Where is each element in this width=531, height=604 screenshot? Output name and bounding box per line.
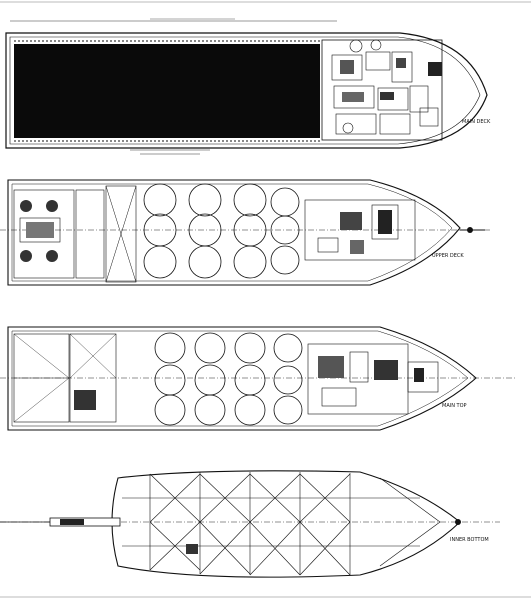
main-deck-label: MAIN DECK (462, 119, 491, 125)
main-deck-plan: MAIN DECK (5, 18, 491, 155)
main-top-plan: MAIN TOP (0, 326, 515, 431)
main-top-label: MAIN TOP (442, 403, 467, 409)
inner-bottom-plan: INNER BOTTOM (0, 470, 500, 578)
inner-bottom-label: INNER BOTTOM (450, 537, 489, 543)
upper-deck-label: UPPER DECK (432, 253, 464, 259)
upper-deck-plan: UPPER DECK (0, 179, 490, 286)
